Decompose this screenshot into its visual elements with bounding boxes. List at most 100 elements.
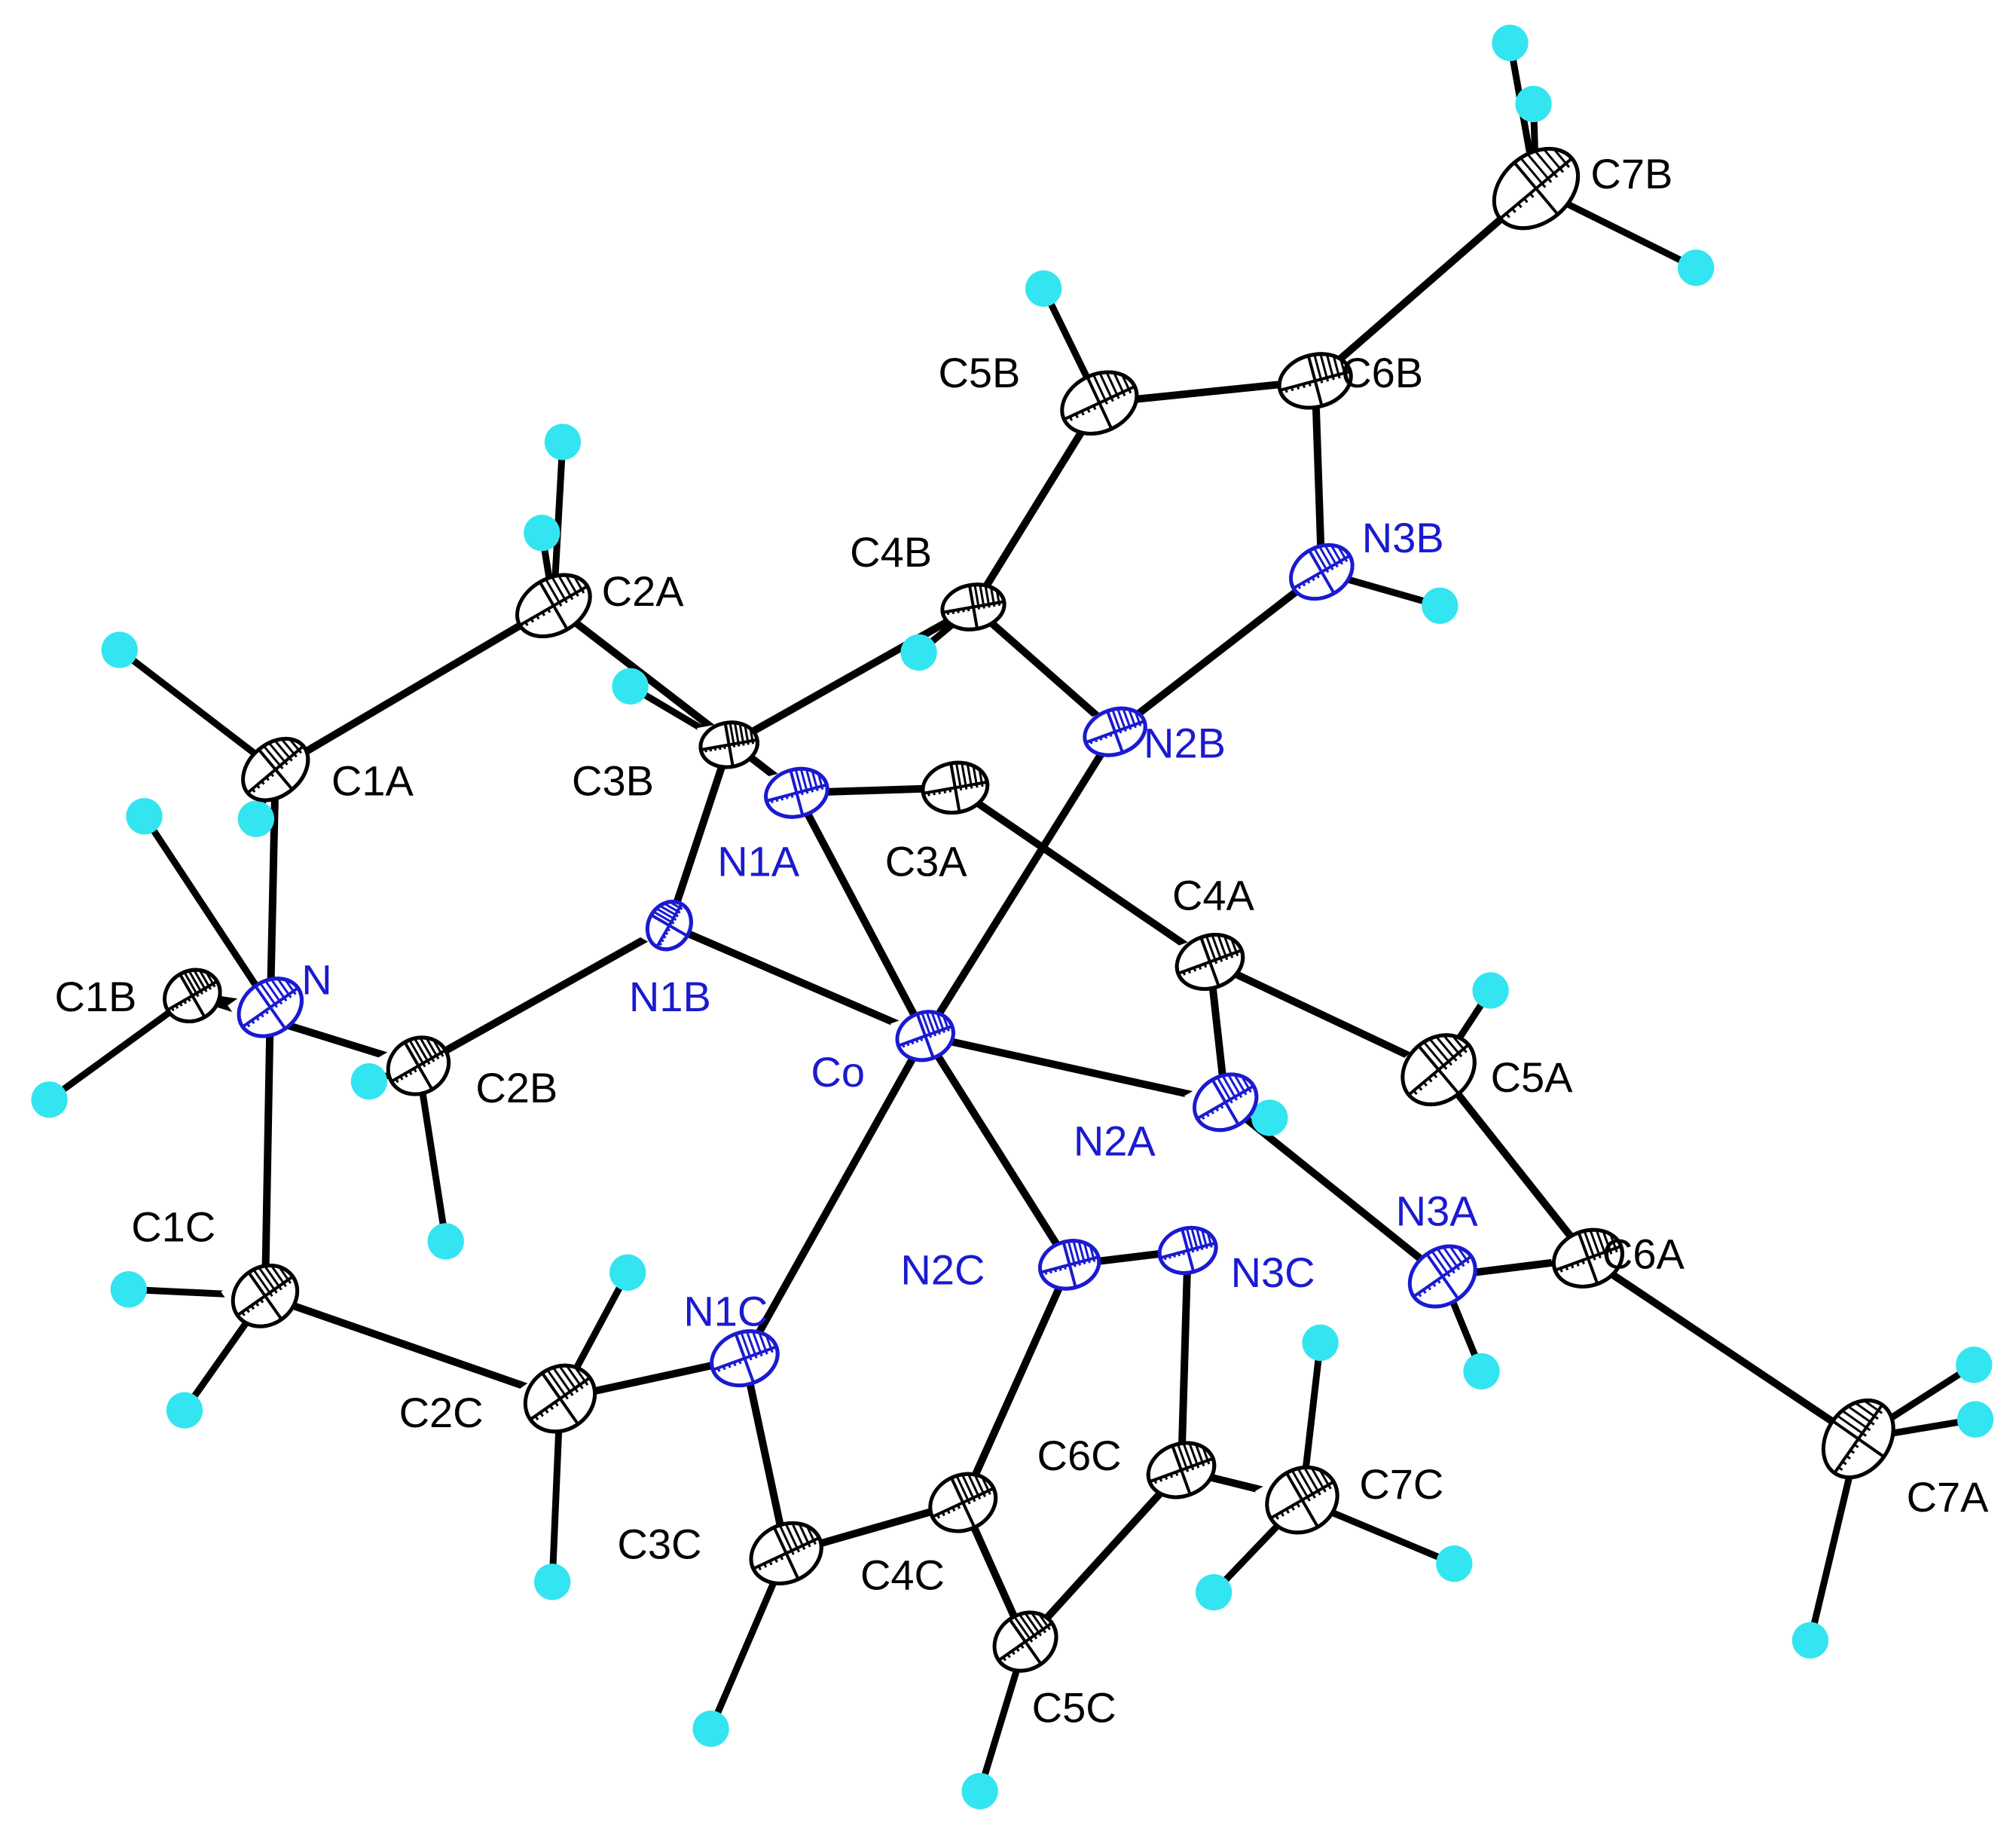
atom-c4b xyxy=(939,579,1006,631)
atom-label-n2c: N2C xyxy=(900,1246,985,1293)
atom-label-n2a: N2A xyxy=(1074,1117,1156,1165)
hydrogen-atom xyxy=(101,631,138,668)
bond-c4b-c5b xyxy=(970,399,1104,611)
hydrogen-atom-layer xyxy=(31,24,1994,1810)
atom-n2a xyxy=(1184,1063,1259,1133)
atom-c5b xyxy=(1052,360,1139,436)
bond-c3b-c4b xyxy=(725,603,978,749)
atom-c3a xyxy=(918,757,990,815)
hydrogen-atom xyxy=(1025,270,1062,307)
bond-c6b-c7b xyxy=(1311,185,1540,385)
hydrogen-atom xyxy=(110,1271,147,1308)
bond-c2b-n1b xyxy=(414,922,674,1070)
atom-c7c xyxy=(1254,1454,1339,1535)
hydrogen-atom xyxy=(1956,1401,1994,1438)
bond-n1b-c3b xyxy=(665,741,733,930)
atom-c7a xyxy=(1809,1386,1895,1480)
atom-label-n3a: N3A xyxy=(1396,1188,1479,1235)
hydrogen-atom xyxy=(1677,249,1715,286)
hydrogen-atom xyxy=(1251,1099,1288,1136)
bond-c6c-n3c xyxy=(1178,1246,1192,1474)
bond-co-n1b xyxy=(665,922,930,1040)
hydrogen-atom xyxy=(237,800,274,837)
hydrogen-atom xyxy=(1422,587,1459,624)
hydrogen-atom xyxy=(1472,972,1509,1009)
hydrogen-atom xyxy=(612,668,649,705)
hydrogen-atom xyxy=(1492,24,1529,62)
atom-n2c xyxy=(1034,1234,1101,1291)
hydrogen-atom xyxy=(1302,1324,1339,1362)
bond-co-n1a xyxy=(793,789,930,1040)
hydrogen-atom xyxy=(31,1081,68,1118)
hydrogen-atom xyxy=(1436,1545,1473,1582)
atom-c2a xyxy=(506,562,592,639)
atom-label-n3c: N3C xyxy=(1231,1249,1315,1296)
hydrogen-atom xyxy=(900,634,937,671)
atom-c2b xyxy=(377,1026,451,1096)
bond-c1a-h xyxy=(116,647,279,773)
hydrogen-atom xyxy=(961,1772,998,1810)
bond-co-n2b xyxy=(921,728,1119,1040)
atom-label-c7c: C7C xyxy=(1359,1460,1443,1508)
bond-co-n1c xyxy=(741,1032,930,1362)
atom-c2c xyxy=(512,1352,597,1434)
bond-n3b-n2b xyxy=(1111,568,1326,736)
atom-c1a xyxy=(231,726,310,802)
atom-label-c2a: C2A xyxy=(602,567,685,615)
atom-label-c3c: C3C xyxy=(617,1520,701,1567)
atom-c5a xyxy=(1388,1020,1477,1107)
atom-label-n1b: N1B xyxy=(629,973,711,1020)
hydrogen-atom xyxy=(692,1710,729,1747)
atom-label-n1c: N1C xyxy=(683,1288,768,1335)
bond-n1c-c3c xyxy=(741,1354,790,1558)
atom-label-layer: CoNN1AN1BN1CN2AN2BN2CN3AN3BN3CC1AC1BC1CC… xyxy=(54,150,1989,1732)
atom-label-c1c: C1C xyxy=(131,1203,215,1250)
hydrogen-atom xyxy=(544,423,582,460)
bond-c1c-c2c xyxy=(261,1292,564,1403)
atom-n3c xyxy=(1154,1221,1218,1275)
atom-label-c6b: C6B xyxy=(1341,349,1423,396)
atom-c1b xyxy=(155,959,222,1023)
atom-label-n: N xyxy=(301,956,331,1004)
bond-n-c1c xyxy=(261,1003,274,1300)
bond-c2a-n1a xyxy=(549,601,801,797)
atom-n1c xyxy=(704,1322,780,1387)
atom-c3b xyxy=(697,717,759,769)
bond-c5a-c6a xyxy=(1434,1065,1592,1262)
bond-c4a-c5a xyxy=(1205,958,1443,1074)
atom-label-c2c: C2C xyxy=(399,1389,484,1436)
hydrogen-atom xyxy=(427,1223,464,1260)
bond-co-n2c xyxy=(921,1032,1074,1269)
hydrogen-atom xyxy=(533,1564,571,1600)
atom-c7b xyxy=(1478,132,1581,231)
atom-label-c5a: C5A xyxy=(1491,1053,1574,1101)
atom-label-n1a: N1A xyxy=(717,838,800,885)
hydrogen-atom xyxy=(1463,1353,1500,1390)
heavy-atom-layer xyxy=(155,132,1895,1673)
bond-n-h xyxy=(140,812,274,1011)
atom-label-c2b: C2B xyxy=(475,1064,557,1111)
bond-n-c1a xyxy=(266,766,279,1011)
atom-label-c1a: C1A xyxy=(331,757,414,805)
atom-c1c xyxy=(221,1253,300,1328)
atom-n xyxy=(228,966,304,1038)
atom-c4a xyxy=(1169,925,1245,991)
atom-label-co: Co xyxy=(811,1048,865,1096)
atom-c5c xyxy=(982,1600,1058,1673)
atom-label-c4a: C4A xyxy=(1172,872,1255,919)
atom-label-c1b: C1B xyxy=(54,973,136,1020)
atom-c3c xyxy=(741,1512,823,1585)
hydrogen-atom xyxy=(1515,85,1552,123)
bond-c5c-c6c xyxy=(1022,1466,1186,1646)
atom-c6b xyxy=(1273,346,1353,410)
atom-label-n3b: N3B xyxy=(1362,514,1444,561)
bond-co-n2a xyxy=(921,1032,1229,1106)
atom-co xyxy=(890,1004,955,1062)
atom-label-c7a: C7A xyxy=(1907,1473,1990,1521)
bond-c1a-c2a xyxy=(271,601,557,774)
atom-label-c4c: C4C xyxy=(860,1551,945,1599)
atom-c6a xyxy=(1545,1220,1624,1289)
bond-c4c-n2c xyxy=(959,1261,1074,1507)
hydrogen-atom xyxy=(126,798,163,835)
